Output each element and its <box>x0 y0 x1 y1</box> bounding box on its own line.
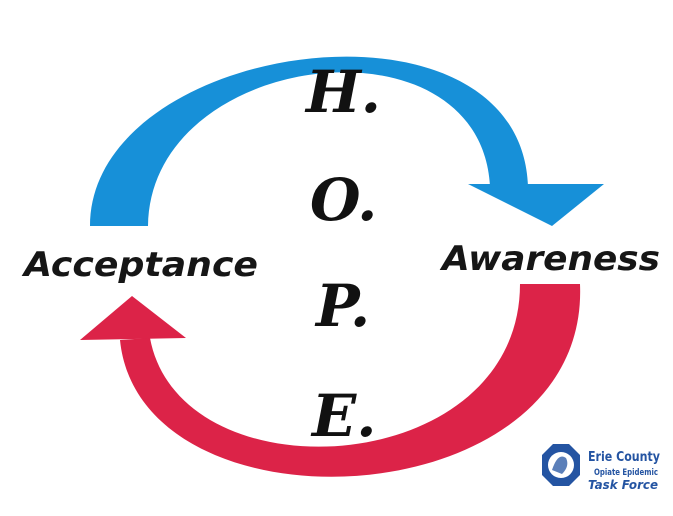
logo-line-3: Task Force <box>588 478 658 492</box>
top-cycle-arrow <box>90 56 604 226</box>
logo-line-2: Opiate Epidemic <box>594 468 658 478</box>
bottom-arrow-head <box>80 296 186 340</box>
acronym-letter-p: P. <box>314 272 370 340</box>
acronym-letter-e: E. <box>310 382 376 450</box>
acronym-letter-o: O. <box>310 166 377 234</box>
task-force-logo: Erie County Opiate Epidemic Task Force <box>542 444 660 492</box>
acronym-letter-h: H. <box>304 58 381 126</box>
top-arrow-body <box>90 56 528 226</box>
awareness-label: Awareness <box>439 239 660 279</box>
hands-icon-detail <box>552 456 568 474</box>
top-arrow-head <box>468 184 604 226</box>
logo-line-1: Erie County <box>588 450 660 465</box>
bottom-arrow-body <box>120 284 581 477</box>
bottom-cycle-arrow <box>80 284 581 477</box>
acceptance-label: Acceptance <box>21 245 258 285</box>
